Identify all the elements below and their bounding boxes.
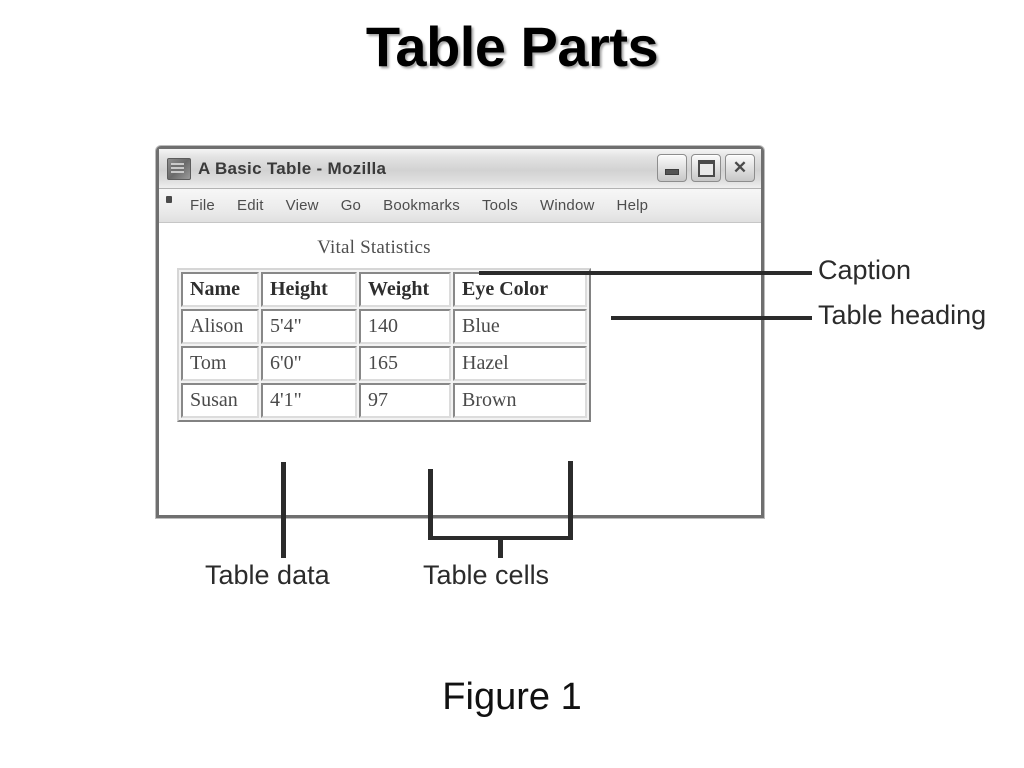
callout-label-table-heading: Table heading	[818, 300, 987, 330]
table-cell: 6'0"	[261, 346, 357, 381]
menu-item-help[interactable]: Help	[616, 197, 649, 214]
window-controls: ✕	[657, 154, 755, 182]
table-cell: 5'4"	[261, 309, 357, 344]
table-cells-leader-right	[568, 461, 573, 540]
page-title: Table Parts	[365, 15, 659, 78]
menu-item-file[interactable]: File	[190, 197, 215, 214]
table-row: Susan 4'1" 97 Brown	[181, 383, 587, 418]
menu-item-bookmarks[interactable]: Bookmarks	[383, 197, 460, 214]
table-cell: 4'1"	[261, 383, 357, 418]
table-data-leader-line	[281, 462, 286, 558]
menu-item-view[interactable]: View	[285, 197, 319, 214]
table-cells-leader-stem	[498, 536, 503, 558]
maximize-icon	[692, 155, 720, 181]
minimize-button[interactable]	[657, 154, 687, 182]
menu-item-edit[interactable]: Edit	[236, 197, 264, 214]
table-cell: Susan	[181, 383, 259, 418]
browser-window: A Basic Table - Mozilla ✕ File Edit View…	[156, 146, 764, 518]
close-button[interactable]: ✕	[725, 154, 755, 182]
table-heading-eye-color: Eye Color	[453, 272, 587, 307]
maximize-button[interactable]	[691, 154, 721, 182]
table-cells-leader-left	[428, 469, 433, 540]
table-heading-height: Height	[261, 272, 357, 307]
menu-bar: File Edit View Go Bookmarks Tools Window…	[159, 189, 761, 223]
table-header-row: Name Height Weight Eye Color	[181, 272, 587, 307]
menu-item-tools[interactable]: Tools	[481, 197, 518, 214]
window-title: A Basic Table - Mozilla	[198, 158, 387, 178]
browser-page-content: Vital Statistics Name Height Weight Eye …	[159, 223, 761, 515]
figure-caption: Figure 1	[442, 676, 582, 718]
table-cell: Alison	[181, 309, 259, 344]
caption-leader-line	[479, 271, 812, 275]
table-cell: 165	[359, 346, 451, 381]
table-caption: Vital Statistics	[317, 237, 431, 258]
minimize-icon	[658, 155, 686, 181]
table-heading-name: Name	[181, 272, 259, 307]
callout-label-table-cells: Table cells	[423, 560, 550, 590]
menu-item-go[interactable]: Go	[340, 197, 362, 214]
menu-item-window[interactable]: Window	[539, 197, 595, 214]
callout-label-table-data: Table data	[205, 560, 330, 590]
callout-label-caption: Caption	[818, 255, 912, 285]
table-row: Tom 6'0" 165 Hazel	[181, 346, 587, 381]
table-cell: Blue	[453, 309, 587, 344]
title-bar: A Basic Table - Mozilla ✕	[159, 149, 761, 189]
table-row: Alison 5'4" 140 Blue	[181, 309, 587, 344]
table-heading-leader-line	[611, 316, 812, 320]
table-cell: Brown	[453, 383, 587, 418]
table-cell: Hazel	[453, 346, 587, 381]
table-cell: 97	[359, 383, 451, 418]
table-cell: Tom	[181, 346, 259, 381]
vital-statistics-table: Name Height Weight Eye Color Alison 5'4"…	[177, 268, 591, 422]
table-cell: 140	[359, 309, 451, 344]
mozilla-icon	[167, 157, 191, 180]
close-icon: ✕	[732, 158, 748, 177]
menu-grip-handle[interactable]	[163, 191, 175, 221]
table-heading-weight: Weight	[359, 272, 451, 307]
